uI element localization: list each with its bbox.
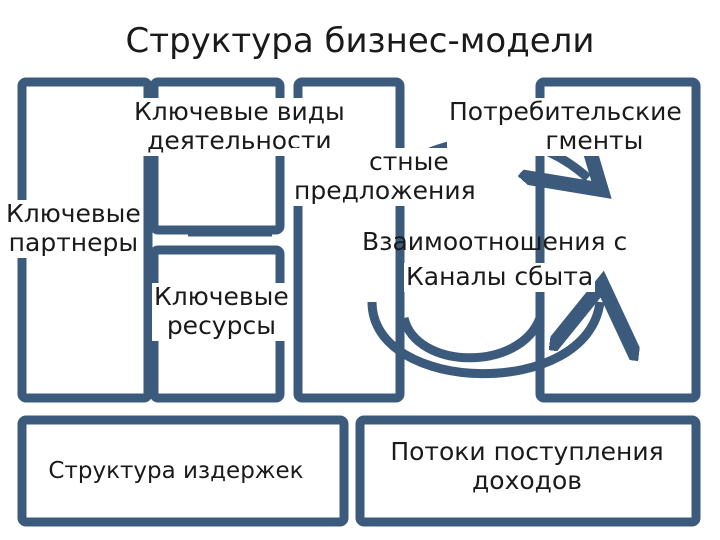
channels-label: Каналы сбыта (404, 262, 596, 292)
customer-segments-line-1: Потребительские (449, 97, 682, 126)
value-propositions-line-1: стные (368, 147, 449, 176)
key-resources-label: Ключевые ресурсы (152, 282, 291, 341)
value-propositions-box (293, 77, 405, 403)
value-propositions-line-2: предложения (294, 175, 476, 205)
channel-arc-arrow (367, 302, 600, 379)
key-activities-label: Ключевые виды деятельности (132, 97, 347, 156)
key-resources-line-1: Ключевые (154, 282, 289, 311)
cost-structure-label: Структура издержек (48, 458, 304, 484)
customer-segments-label: Потребительские гменты (447, 97, 684, 156)
page-title: Структура бизнес-модели (125, 21, 595, 61)
customer-relationships-label: Взаимоотношения с (362, 227, 628, 256)
customer-segments-line-2: гменты (545, 125, 644, 155)
channel-inner-arc (399, 316, 545, 363)
key-partners-line-1: Ключевые (6, 199, 141, 228)
key-partners-line-2: партнеры (8, 227, 139, 257)
key-resources-line-2: ресурсы (166, 310, 276, 340)
revenue-streams-label: Потоки поступления доходов (390, 437, 664, 495)
value-propositions-label: стные предложения (292, 147, 478, 206)
key-partners-label: Ключевые партнеры (4, 199, 143, 258)
revenue-streams-box (355, 415, 701, 527)
key-activities-line-1: Ключевые виды (134, 97, 345, 126)
cost-structure-box (17, 415, 349, 527)
customer-segments-box (535, 77, 701, 403)
